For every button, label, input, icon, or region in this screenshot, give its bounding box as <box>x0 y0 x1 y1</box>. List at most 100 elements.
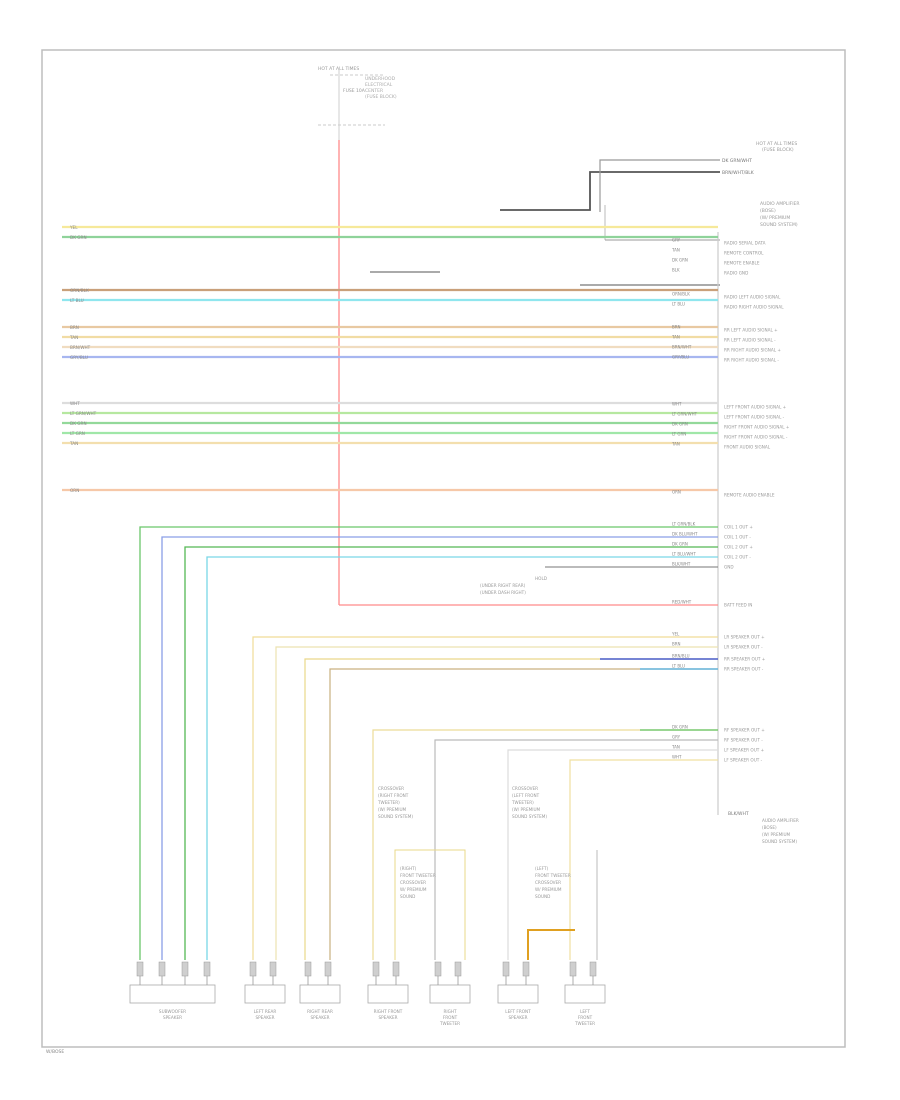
pin-label-4: RADIO LEFT AUDIO SIGNAL <box>724 295 781 300</box>
pin-wire-24: BRN/BLU <box>672 654 690 659</box>
pin-wire-19: LT BLU/WHT <box>672 552 696 557</box>
pin-label-3: RADIO GND <box>724 271 748 276</box>
left-wire-label-6: BRN/WHT <box>70 345 91 350</box>
crossover-left-1: (LEFT FRONT <box>512 793 540 798</box>
pin-wire-27: GRY <box>672 735 681 740</box>
speaker-label-2-1: SPEAKER <box>311 1015 330 1020</box>
tweeter-right-note-4: SOUND <box>400 894 415 899</box>
pin-wire-14: TAN <box>671 442 680 447</box>
gnd-note: HOLD (UNDER RIGHT REAR) (UNDER DASH RIGH… <box>480 576 547 595</box>
module-title-2: (W/ PREMIUM <box>760 215 790 221</box>
pin-wire-1: TAN <box>671 248 680 253</box>
tweeter-right-note-1: FRONT TWEETER <box>400 873 436 878</box>
pin-label-27: RF SPEAKER OUT - <box>724 738 763 743</box>
pin-wire-29: WHT <box>672 755 682 760</box>
pin-wire-15: ORN <box>672 490 681 495</box>
fuse-desc-1: ELECTRICAL <box>365 82 393 88</box>
pin-wire-13: LT GRN <box>672 432 686 437</box>
pin-label-8: RR RIGHT AUDIO SIGNAL + <box>724 348 781 353</box>
speaker-label-2-0: RIGHT REAR <box>307 1009 333 1014</box>
pin-label-19: COIL 2 OUT - <box>724 555 751 560</box>
tweeter-left-note-1: FRONT TWEETER <box>535 873 571 878</box>
tweeter-left-note-2: CROSSOVER <box>535 880 561 885</box>
pin-label-20: GND <box>724 565 734 570</box>
speaker-label-3-0: RIGHT FRONT <box>374 1009 403 1014</box>
tweeter-right-note-3: W/ PREMIUM <box>400 887 427 892</box>
pin-label-28: LF SPEAKER OUT + <box>724 748 765 753</box>
crossover-left: CROSSOVER (LEFT FRONT TWEETER) (W/ PREMI… <box>511 786 547 819</box>
diagram-frame <box>41 49 846 1048</box>
speaker-label-0-0: SUBWOOFER <box>159 1009 186 1014</box>
pin-wire-22: YEL <box>671 632 680 637</box>
left-wire-label-10: DK GRN <box>70 421 87 426</box>
pin-label-22: LR SPEAKER OUT + <box>724 635 765 640</box>
speaker-label-0-1: SPEAKER <box>163 1015 182 1020</box>
top-connector: DK GRN/WHT BRN/WHT/BLK <box>370 158 755 286</box>
pin-label-5: RADIO RIGHT AUDIO SIGNAL <box>724 305 784 310</box>
left-wire-label-5: TAN <box>69 335 78 340</box>
pin-wire-9: GRY/BLU <box>672 355 689 360</box>
pin-wire-8: BRN/WHT <box>672 345 692 350</box>
tweeter-links <box>394 849 598 960</box>
left-wire-label-2: ORN/BLK <box>70 288 89 293</box>
pin-wire-11: LT GRN/WHT <box>672 412 698 417</box>
left-wire-label-8: WHT <box>70 401 80 406</box>
crossover-left-0: CROSSOVER <box>512 786 538 791</box>
pin-label-26: RF SPEAKER OUT + <box>724 728 765 733</box>
header-right-0: HOT AT ALL TIMES <box>756 141 797 147</box>
left-wire-label-9: LT GRN/WHT <box>70 411 97 416</box>
pin-wire-2: DK GRN <box>672 258 688 263</box>
tweeter-right-note: (RIGHT) FRONT TWEETER CROSSOVER W/ PREMI… <box>400 866 436 899</box>
pin-wire-26: DK GRN <box>672 725 688 730</box>
tweeter-left-note: (LEFT) FRONT TWEETER CROSSOVER W/ PREMIU… <box>535 866 571 899</box>
tweeter-right-note-0: (RIGHT) <box>400 866 417 871</box>
tweeter-right-note-2: CROSSOVER <box>400 880 426 885</box>
speaker-label-5-0: LEFT FRONT <box>505 1009 531 1014</box>
speaker-label-1-1: SPEAKER <box>256 1015 275 1020</box>
left-wire-label-3: LT BLU <box>70 298 84 303</box>
top-connector-0: DK GRN/WHT <box>722 158 752 164</box>
tweeter-left-note-0: (LEFT) <box>535 866 549 871</box>
left-wire-group <box>62 225 718 492</box>
module-title-3: SOUND SYSTEM) <box>760 222 798 228</box>
pin-wire-3: BLK <box>672 268 680 273</box>
pin-wire-16: LT GRN/BLK <box>672 522 696 527</box>
module-title: AUDIO AMPLIFIER (BOSE) (W/ PREMIUM SOUND… <box>760 201 800 228</box>
speaker-label-4-2: TWEETER <box>439 1021 460 1026</box>
gnd-note-1: (UNDER RIGHT REAR) <box>480 583 526 588</box>
fuse-block: HOT AT ALL TIMES FUSE 10A UNDERHOOD ELEC… <box>318 66 397 605</box>
pin-wire-6: BRN <box>672 325 681 330</box>
speaker-label-6-0: LEFT <box>580 1009 590 1014</box>
pin-wire-20: BLK/WHT <box>672 562 691 567</box>
rear-speaker-wires <box>252 636 718 960</box>
pin-label-0: RADIO SERIAL DATA <box>724 241 766 246</box>
crossover-right-0: CROSSOVER <box>378 786 404 791</box>
crossover-right: CROSSOVER (RIGHT FRONT TWEETER) (W/ PREM… <box>377 786 413 819</box>
module-bottom-0: AUDIO AMPLIFIER <box>762 818 799 823</box>
footer-label: W/BOSE <box>46 1049 64 1055</box>
speaker-label-4-1: FRONT <box>443 1015 458 1020</box>
pin-wire-18: DK GRN <box>672 542 688 547</box>
pin-wire-12: DK GRN <box>672 422 688 427</box>
pin-wire-17: DK BLU/WHT <box>672 532 698 537</box>
pin-label-17: COIL 1 OUT - <box>724 535 751 540</box>
left-wire-labels: YEL DK GRN ORN/BLK LT BLU BRN TAN BRN/WH… <box>69 225 97 493</box>
pin-label-11: LEFT FRONT AUDIO SIGNAL - <box>724 415 785 420</box>
left-wire-label-12: TAN <box>69 441 78 446</box>
pin-label-10: LEFT FRONT AUDIO SIGNAL + <box>724 405 787 410</box>
pin-label-16: COIL 1 OUT + <box>724 525 753 530</box>
header-right: HOT AT ALL TIMES (FUSE BLOCK) <box>756 141 797 153</box>
module-title-0: AUDIO AMPLIFIER <box>760 201 800 207</box>
speaker-label-1-0: LEFT REAR <box>254 1009 277 1014</box>
header-right-1: (FUSE BLOCK) <box>762 147 794 153</box>
pin-label-7: RR LEFT AUDIO SIGNAL - <box>724 338 776 343</box>
pin-wire-28: TAN <box>671 745 680 750</box>
